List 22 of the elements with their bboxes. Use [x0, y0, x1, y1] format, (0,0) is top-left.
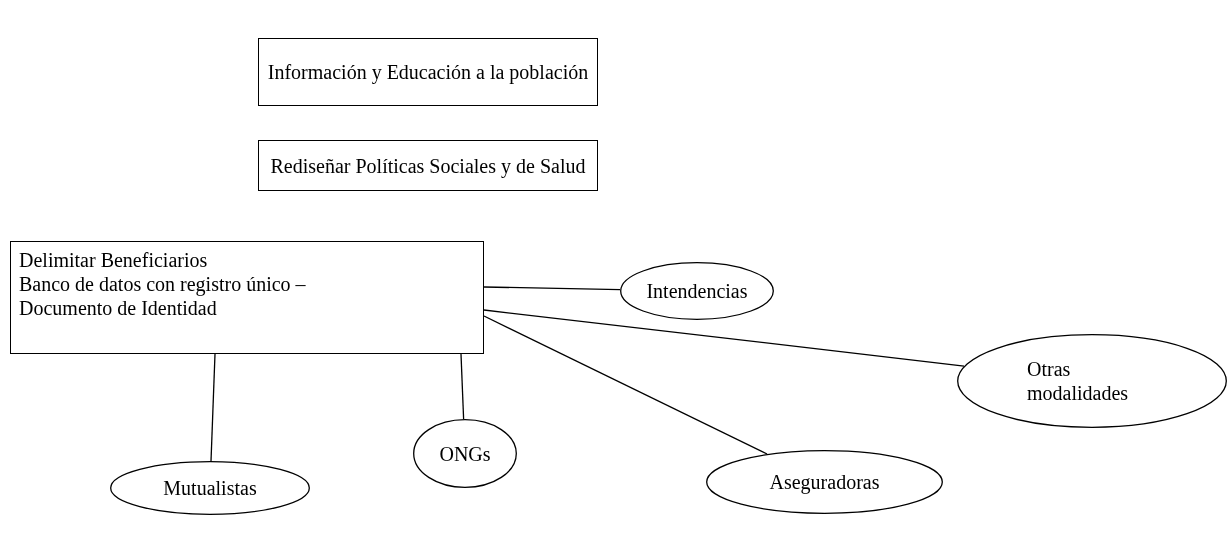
ellipse-node: [620, 262, 774, 320]
ellipse-node: [957, 334, 1227, 428]
ellipse-node: [413, 419, 517, 488]
node-text: Información y Educación a la población: [267, 60, 589, 84]
text-box: [258, 38, 598, 106]
node-text: Delimitar Beneficiarios: [19, 248, 208, 272]
ellipse-node: [706, 450, 943, 514]
connector-line: [460, 353, 465, 420]
text-box: [10, 241, 484, 354]
node-text: Mutualistas: [163, 476, 257, 500]
node-text: ONGs: [439, 441, 491, 466]
node-text: Banco de datos con registro único – Documento de Identidad: [19, 272, 307, 320]
ellipse-node: [110, 461, 310, 515]
connector-line: [210, 353, 216, 462]
node-text: Otras modalidades: [1027, 357, 1130, 405]
text-box: [258, 140, 598, 191]
node-text: Aseguradoras: [769, 470, 880, 494]
connector-line: [483, 309, 965, 367]
connector-line: [483, 315, 768, 455]
node-text: Intendencias: [646, 279, 748, 303]
node-text: Rediseñar Políticas Sociales y de Salud: [270, 153, 586, 178]
connector-line: [483, 286, 621, 291]
